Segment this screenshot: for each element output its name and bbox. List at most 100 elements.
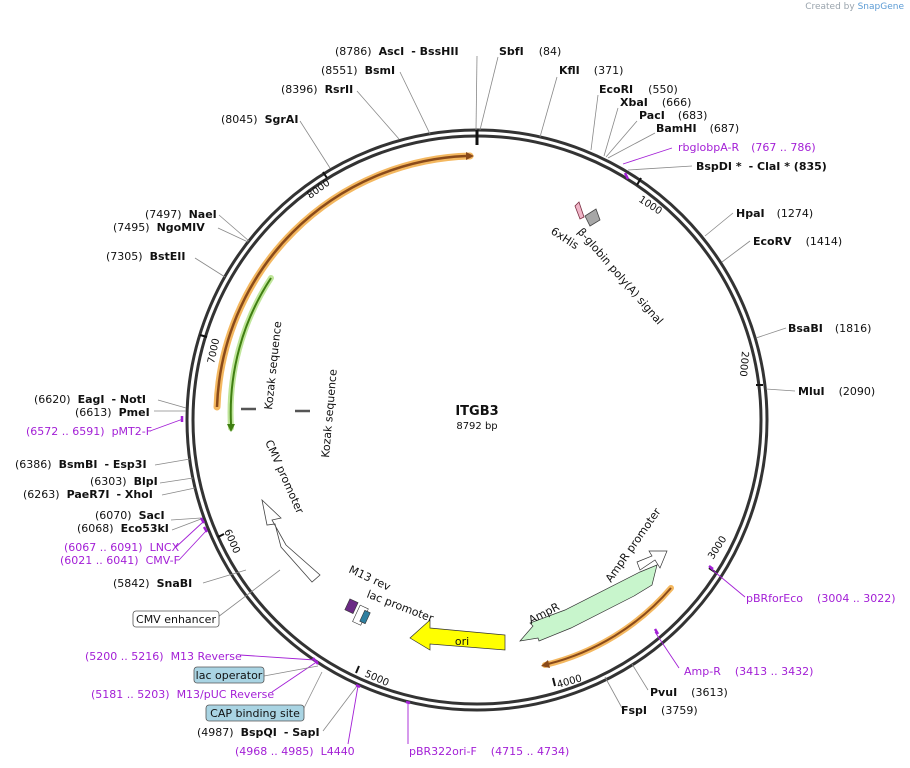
- leader-bstEII: [194, 257, 226, 278]
- green-orf-arrowhead: [227, 424, 235, 432]
- leader-esp3I: [154, 458, 191, 466]
- site-notI: (6620)EagI- NotI: [34, 393, 146, 406]
- primer-pBR322ori-F: pBR322ori-F(4715 .. 4734): [409, 745, 569, 758]
- snapgene-credit: Created by SnapGene: [805, 2, 904, 12]
- tick-mark-7000: [199, 334, 208, 338]
- leader-amp-r: [654, 631, 680, 669]
- cmv-promoter-label: CMV promoter: [262, 438, 306, 516]
- site-ecoRI: EcoRI(550): [599, 83, 678, 96]
- site-ascI: (8786)AscI- BssHII: [335, 45, 459, 58]
- m13rev-feature: [344, 598, 359, 614]
- primer-mark-lncx: [199, 517, 206, 524]
- plasmid-size: 8792 bp: [456, 421, 497, 432]
- globin-feature: [584, 208, 601, 227]
- site-blpI: (6303)BlpI: [90, 475, 158, 488]
- ori-label: ori: [455, 635, 469, 648]
- site-kflI: KflI(371): [559, 64, 623, 77]
- tick-mark-8000: [322, 171, 328, 179]
- plasmid-name: ITGB3: [455, 404, 498, 419]
- leader-ngoMIV: [217, 227, 249, 243]
- leader-m13rev: [239, 654, 316, 661]
- primer-mark-cmv-f: [202, 526, 209, 533]
- itgb3-orf: [215, 154, 467, 408]
- leader-l4440: [347, 685, 359, 745]
- leader-xbaI: [603, 107, 619, 157]
- tick-mark-4000: [552, 677, 556, 687]
- leader-notI: [157, 399, 187, 409]
- primer-mark-rbglobpA-R: [623, 172, 630, 180]
- leader-bspDI: [627, 165, 693, 171]
- his-label: 6xHis: [548, 225, 581, 253]
- tick-7000: 7000: [206, 337, 222, 364]
- tick-mark-1000: [636, 177, 642, 186]
- site-fspI: FspI(3759): [621, 704, 698, 717]
- site-ecoRV: EcoRV(1414): [753, 235, 842, 248]
- primer-amp-r: Amp-R(3413 .. 3432): [684, 665, 813, 678]
- site-xbaI: XbaI(666): [620, 96, 691, 109]
- cap-site-box: [205, 704, 305, 722]
- leader-ecoRI: [590, 94, 599, 151]
- site-sacI: (6070)SacI: [95, 509, 165, 522]
- leader-m13puc: [271, 660, 319, 693]
- leader-lncx: [175, 521, 204, 548]
- site-bstEII: (7305)BstEII: [106, 250, 185, 263]
- tick-mark-6000: [217, 533, 225, 538]
- leader-cmv-enhancer: [217, 569, 281, 618]
- primer-mark-pBRforEco: [708, 565, 714, 570]
- site-bamHI: BamHI(687): [656, 122, 739, 135]
- ori-feature: [409, 619, 506, 651]
- leader-sacI: [170, 517, 202, 521]
- site-naeI: (7497)NaeI: [145, 208, 217, 221]
- primer-mark-amp-r: [653, 628, 660, 635]
- leader-ascI: [475, 55, 478, 131]
- his-tag-feature: [574, 201, 585, 220]
- tick-2000: 2000: [737, 351, 750, 377]
- globin-label: β-globin poly(A) signal: [575, 225, 666, 327]
- leader-pmt2-f: [149, 418, 184, 432]
- leader-rbglobpA-R: [622, 147, 673, 165]
- leader-pacI: [605, 120, 638, 158]
- amp-orf-arrowhead: [541, 660, 550, 668]
- leader-lac-operator: [263, 665, 319, 677]
- leader-mluI: [765, 388, 796, 392]
- leader-blpI: [159, 477, 194, 484]
- primer-lncx: (6067 .. 6091)LNCX: [64, 541, 180, 554]
- primer-cmv-f: (6021 .. 6041)CMV-F: [60, 554, 180, 567]
- leader-fspI: [604, 676, 623, 709]
- primer-m13puc: (5181 .. 5203)M13/pUC Reverse: [91, 688, 274, 701]
- ampr-feature: [519, 564, 658, 642]
- primer-pmt2-f: (6572 .. 6591)pMT2-F: [26, 425, 152, 438]
- ampr-promoter: [636, 550, 668, 571]
- leader-rsrII: [356, 90, 400, 140]
- site-bsmI: (8551)BsmI: [321, 64, 395, 77]
- leader-pBRforEco: [709, 567, 746, 598]
- primer-l4440: (4968 .. 4985)L4440: [235, 745, 355, 758]
- primer-mark-l4440: [355, 683, 361, 689]
- leader-bsaBI: [755, 327, 787, 339]
- site-mluI: MluI(2090): [798, 385, 875, 398]
- leader-bamHI: [607, 132, 656, 159]
- kozak1-label: Kozak sequence: [262, 320, 284, 410]
- site-ngoMIV: (7495)NgoMIV: [113, 221, 205, 234]
- cmv-enhancer-label: CMV enhancer: [136, 613, 216, 626]
- lac-promoter-label: lac promoter: [365, 588, 436, 626]
- site-pacI: PacI(683): [639, 109, 707, 122]
- kozak2-label: Kozak sequence: [319, 368, 340, 458]
- amp-orf: [547, 587, 672, 665]
- leader-bspQI: [322, 685, 358, 732]
- green-orf: [229, 277, 272, 425]
- primer-m13rev: (5200 .. 5216)M13 Reverse: [85, 650, 242, 663]
- primer-rbglobpA-R: rbglobpA-R(767 .. 786): [678, 141, 816, 154]
- leader-naeI: [218, 214, 250, 242]
- cmv-promoter-feature: [261, 498, 321, 583]
- lac-operator-label: lac operator: [196, 669, 263, 682]
- site-bsaBI: BsaBI(1816): [788, 322, 871, 335]
- cmv-enhancer-box: [132, 610, 220, 628]
- tick-mark-5000: [355, 665, 360, 674]
- site-eco53kI: (6068)Eco53kI: [77, 522, 169, 535]
- tick-8000: 8000: [305, 178, 332, 202]
- leader-hpaI: [704, 212, 734, 237]
- leader-xhoI: [161, 487, 196, 496]
- primer-mark-m13: [312, 657, 319, 665]
